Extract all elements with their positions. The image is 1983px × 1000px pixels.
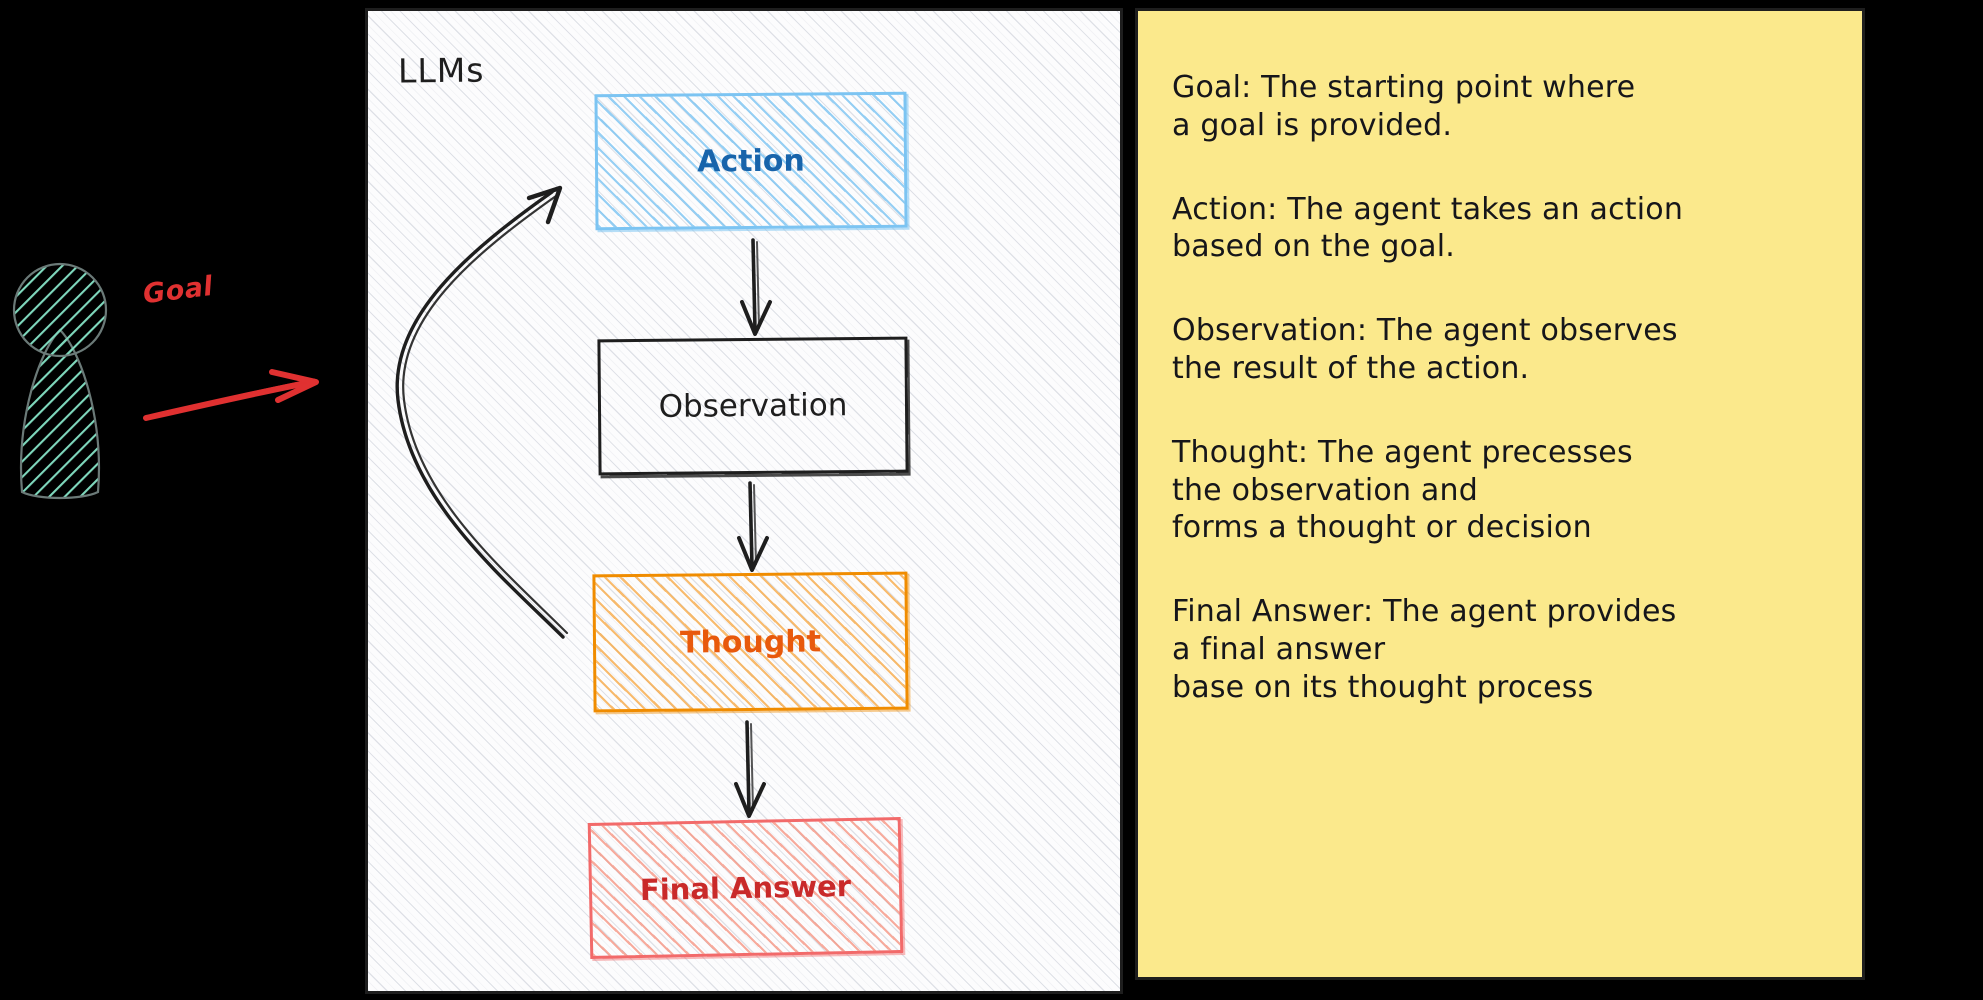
node-observation-label: Observation bbox=[658, 387, 848, 425]
goal-arrow bbox=[143, 369, 319, 421]
note-line: a final answer bbox=[1172, 631, 1386, 667]
note-paragraph-observation: Observation: The agent observes the resu… bbox=[1172, 312, 1832, 388]
note-paragraph-goal: Goal: The starting point where a goal is… bbox=[1172, 69, 1832, 145]
note-line: forms a thought or decision bbox=[1172, 510, 1592, 546]
note-line: Final Answer: The agent provides bbox=[1172, 594, 1677, 630]
note-paragraph-final-answer: Final Answer: The agent provides a final… bbox=[1172, 593, 1832, 706]
node-observation[interactable]: Observation bbox=[597, 336, 909, 476]
node-final-answer-label: Final Answer bbox=[639, 868, 852, 908]
goal-arrowhead bbox=[269, 369, 319, 403]
note-line: the observation and bbox=[1172, 472, 1478, 508]
node-action[interactable]: Action bbox=[594, 91, 908, 231]
note-paragraph-action: Action: The agent takes an action based … bbox=[1172, 191, 1832, 267]
description-note-panel: Goal: The starting point where a goal is… bbox=[1135, 8, 1865, 980]
node-action-label: Action bbox=[697, 143, 805, 179]
note-line: Observation: The agent observes bbox=[1172, 313, 1678, 349]
goal-arrow-label: Goal bbox=[141, 270, 215, 311]
node-thought-label: Thought bbox=[679, 623, 822, 661]
note-line: Thought: The agent precesses bbox=[1172, 434, 1633, 470]
llms-title: LLMs bbox=[397, 50, 485, 91]
note-paragraph-thought: Thought: The agent precesses the observa… bbox=[1172, 434, 1832, 547]
note-line: based on the goal. bbox=[1172, 229, 1456, 265]
note-line: Action: The agent takes an action bbox=[1172, 191, 1684, 227]
node-final-answer[interactable]: Final Answer bbox=[587, 817, 904, 959]
actor-head bbox=[12, 262, 108, 358]
note-line: a goal is provided. bbox=[1172, 107, 1453, 143]
note-line: the result of the action. bbox=[1172, 350, 1530, 386]
note-line: Goal: The starting point where bbox=[1172, 70, 1636, 105]
actor-body bbox=[20, 328, 100, 500]
node-thought[interactable]: Thought bbox=[592, 571, 909, 713]
note-line: base on its thought process bbox=[1172, 669, 1594, 705]
